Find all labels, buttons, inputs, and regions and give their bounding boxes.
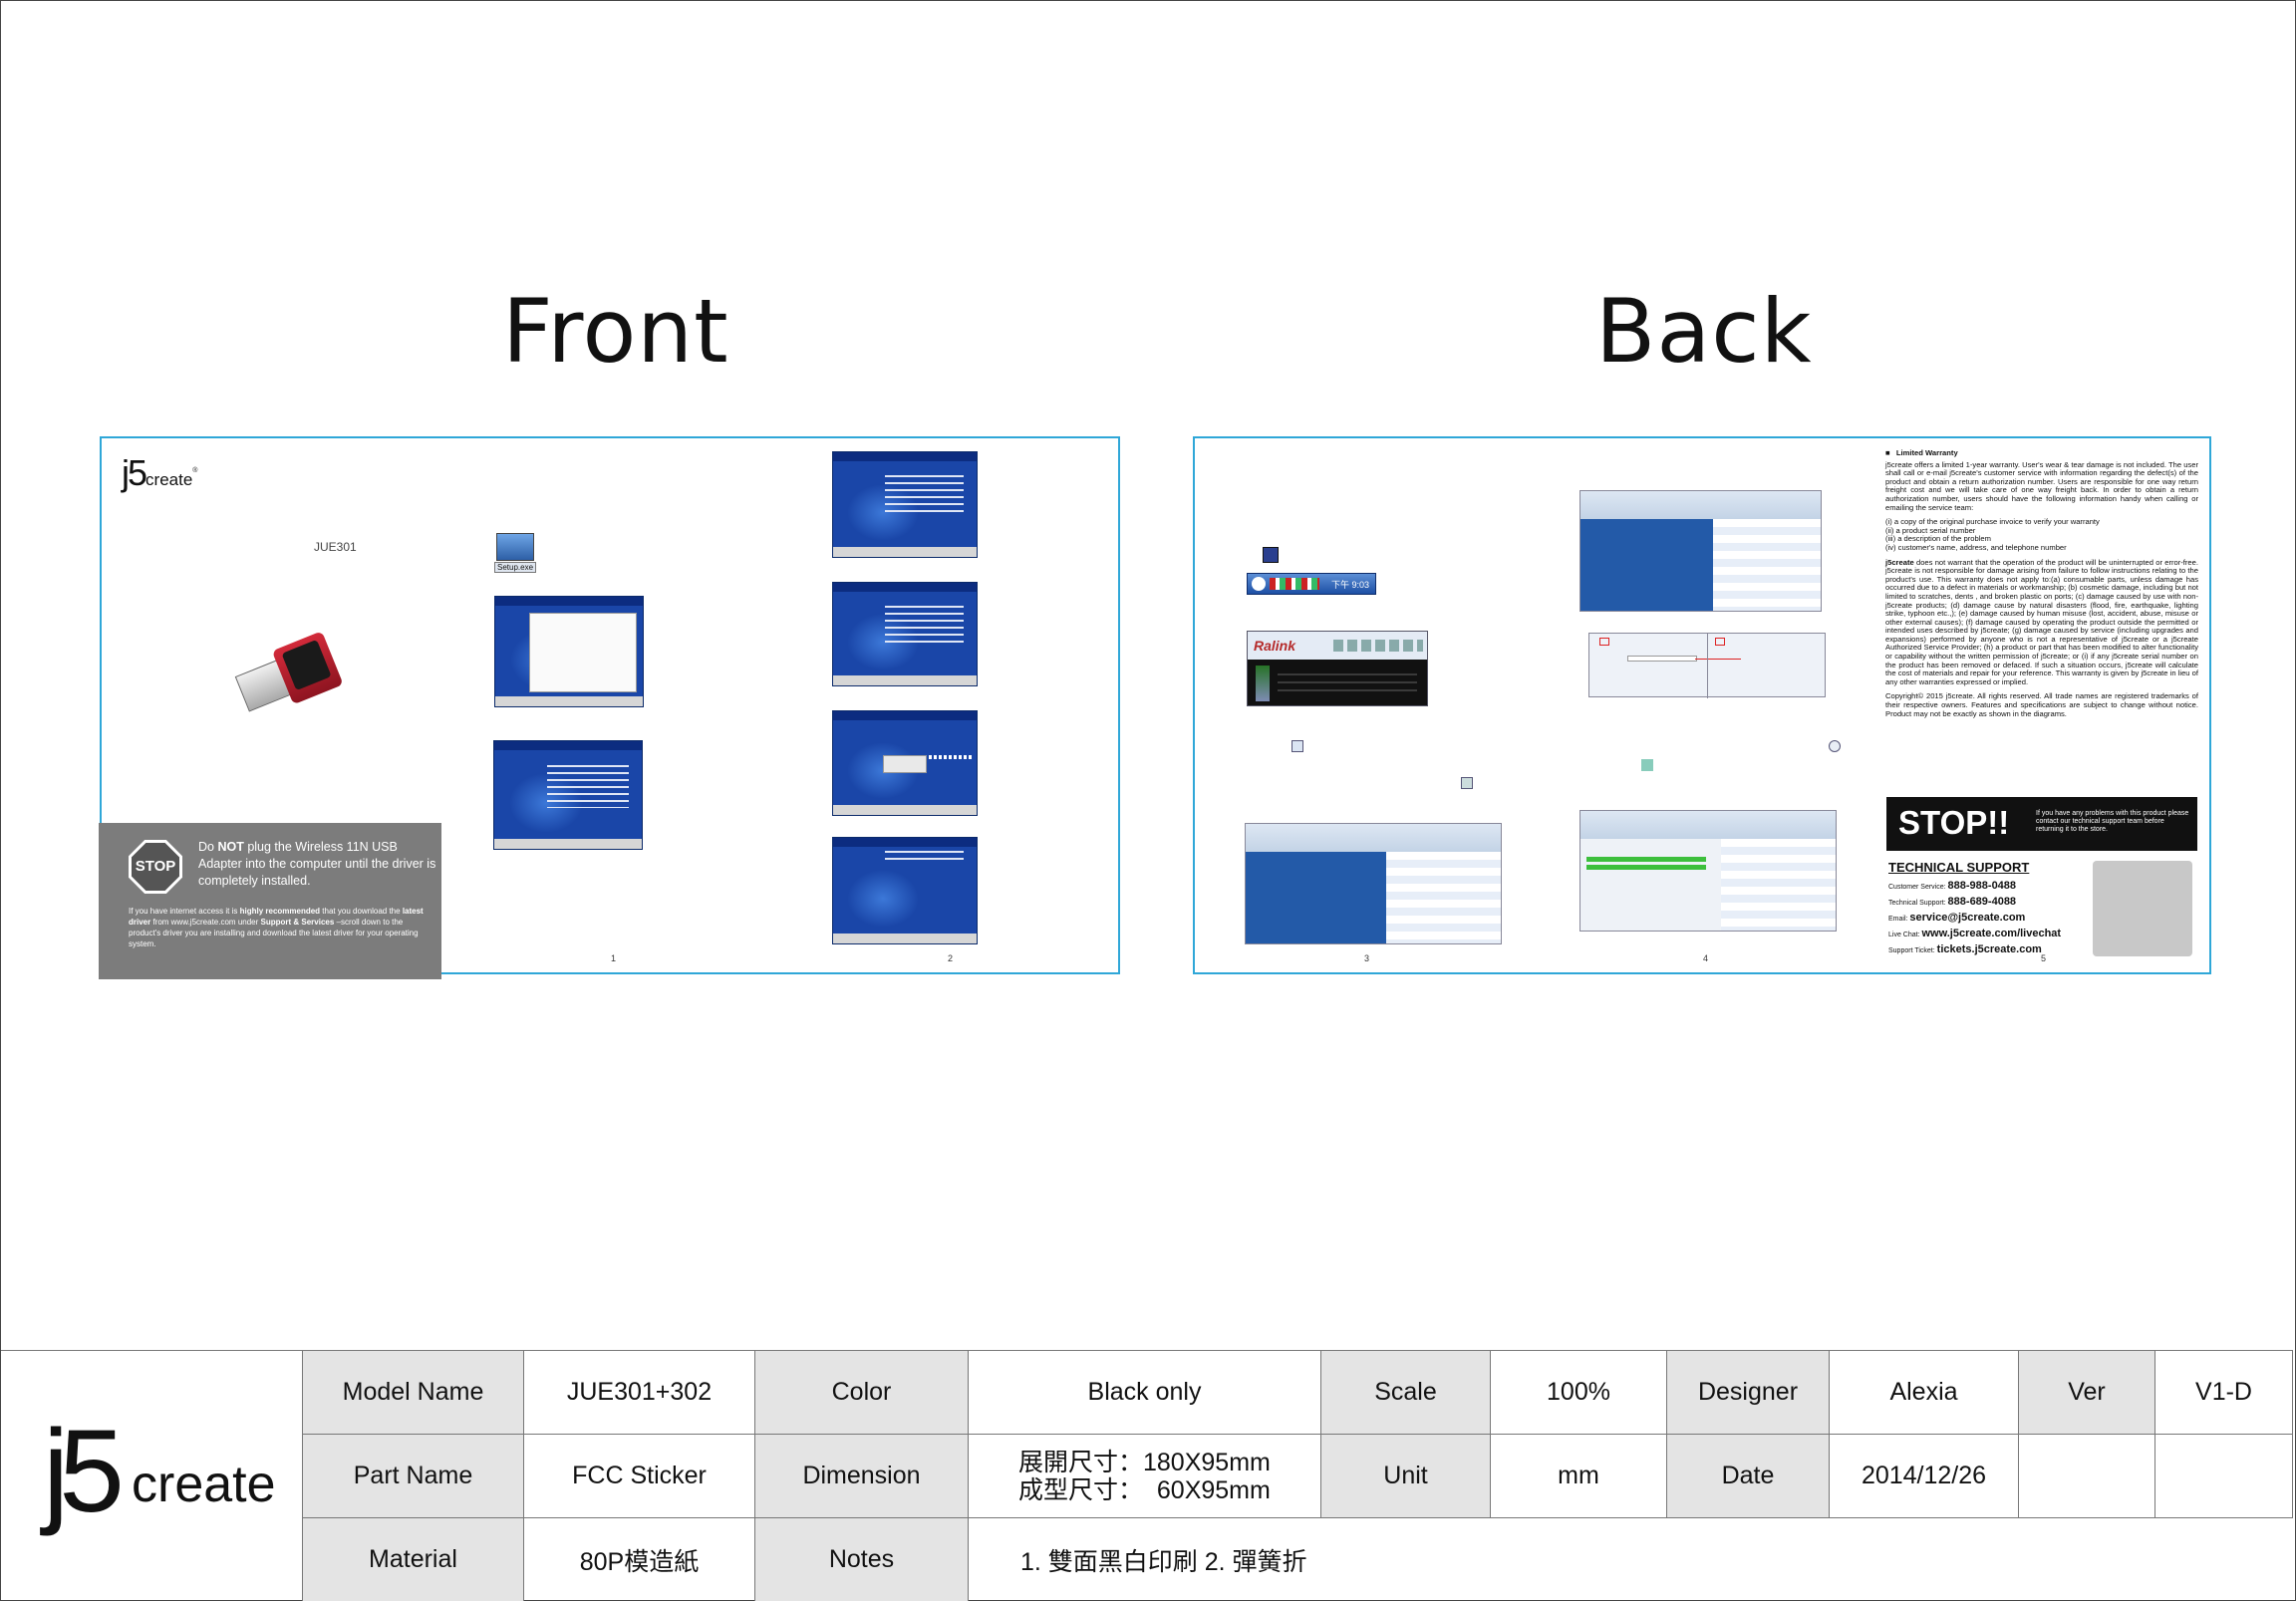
ralink-screenshot-auth-dialog (1588, 633, 1826, 698)
stop-banner-text: If you have any problems with this produ… (2036, 810, 2189, 833)
warranty-list-item: (i) a copy of the original purchase invo… (1885, 517, 2100, 527)
warranty-para-2: j5create does not warrant that the opera… (1885, 557, 2198, 686)
ralink-screenshot-networks (1579, 490, 1822, 612)
signal-strength-icon (1256, 666, 1270, 701)
color-label: Color (754, 1350, 969, 1435)
part-name-value: FCC Sticker (523, 1434, 755, 1518)
model-name-label: Model Name (302, 1350, 524, 1435)
info-icon (1829, 740, 1841, 752)
notes-value: 1. 雙面黑白印刷 2. 彈簧折 (968, 1517, 2293, 1601)
stop-banner: STOP!! If you have any problems with thi… (1886, 797, 2197, 851)
qr-code-placeholder (2093, 861, 2192, 956)
empty-cell (2018, 1434, 2155, 1518)
ralink-toolbar-buttons (1333, 640, 1423, 652)
technical-support-heading: TECHNICAL SUPPORT (1888, 860, 2030, 875)
support-row: Support Ticket: tickets.j5create.com (1888, 943, 2042, 955)
version-label: Ver (2018, 1350, 2155, 1435)
stop-sign-text: STOP (132, 843, 179, 891)
titleblock-row: Material 80P模造紙 Notes 1. 雙面黑白印刷 2. 彈簧折 (302, 1517, 2293, 1601)
warranty-list-item: (iii) a description of the problem (1885, 534, 1991, 544)
material-label: Material (302, 1517, 524, 1601)
support-row: Customer Service: 888-988-0488 (1888, 880, 2017, 892)
back-page-number-3: 3 (1364, 953, 1370, 963)
install-screenshot-license (494, 596, 644, 707)
tray-ralink-icon (1252, 577, 1266, 591)
front-page-number-2: 2 (948, 953, 954, 963)
part-name-label: Part Name (302, 1434, 524, 1518)
support-row: Email: service@j5create.com (1888, 912, 2026, 924)
back-page-number-4: 4 (1703, 953, 1709, 963)
support-row: Technical Support: 888-689-4088 (1888, 896, 2017, 908)
date-label: Date (1666, 1434, 1830, 1518)
ralink-logo: Ralink (1254, 638, 1296, 654)
setup-exe-label: Setup.exe (494, 562, 537, 573)
back-heading: Back (1595, 280, 1813, 383)
ralink-screenshot-connected (1579, 810, 1837, 932)
tray-clock: 下午 9:03 (1331, 580, 1370, 590)
tray-icons-strip (1270, 578, 1319, 590)
designer-label: Designer (1666, 1350, 1830, 1435)
date-value: 2014/12/26 (1829, 1434, 2019, 1518)
system-tray-bar: 下午 9:03 (1247, 573, 1376, 595)
ralink-utility-window: Ralink (1247, 631, 1428, 706)
color-value: Black only (968, 1350, 1321, 1435)
front-heading: Front (502, 280, 729, 383)
warranty-list-item: (iv) customer's name, address, and telep… (1885, 542, 2067, 552)
connect-icon (1641, 759, 1653, 771)
install-screenshot-finish (832, 837, 978, 944)
model-name-value: JUE301+302 (523, 1350, 755, 1435)
stop-warning-box: STOP Do NOT plug the Wireless 11N USB Ad… (99, 823, 441, 979)
unit-value: mm (1490, 1434, 1667, 1518)
settings-icon (1461, 777, 1473, 789)
warranty-copyright: Copyright© 2015 j5create. All rights res… (1885, 691, 2198, 718)
install-screenshot-ready (832, 582, 978, 686)
titleblock-logo-cell: j5 create (1, 1350, 302, 1601)
scale-value: 100% (1490, 1350, 1667, 1435)
titleblock-row: Part Name FCC Sticker Dimension 展開尺寸：180… (302, 1434, 2293, 1518)
install-screenshot-setup-type (493, 740, 643, 850)
back-page-number-5: 5 (2041, 953, 2047, 963)
material-value: 80P模造紙 (523, 1517, 755, 1601)
back-panel: 下午 9:03 Ralink 3 4 5 STOP!! (1193, 436, 2211, 974)
support-row: Live Chat: www.j5create.com/livechat (1888, 928, 2062, 939)
front-model-number: JUE301 (314, 540, 357, 554)
empty-cell (2154, 1434, 2293, 1518)
setup-exe-icon (496, 533, 534, 561)
titleblock-logo-create: create (132, 1456, 276, 1513)
warranty-para-1: j5create offers a limited 1-year warrant… (1885, 459, 2198, 512)
designer-value: Alexia (1829, 1350, 2019, 1435)
notes-label: Notes (754, 1517, 969, 1601)
version-value: V1-D (2154, 1350, 2293, 1435)
ralink-screenshot-site-survey (1245, 823, 1502, 944)
install-screenshot-welcome (832, 451, 978, 558)
stop-banner-title: STOP!! (1898, 804, 2010, 841)
warranty-list-item: (ii) a product serial number (1885, 525, 1976, 535)
refresh-icon (1292, 740, 1303, 752)
scale-label: Scale (1320, 1350, 1491, 1435)
unit-label: Unit (1320, 1434, 1491, 1518)
front-brand-logo: j5create® (122, 452, 198, 493)
install-screenshot-progress (832, 710, 978, 816)
titleblock-logo-j5: j5 (43, 1406, 125, 1537)
front-page-number-1: 1 (611, 953, 617, 963)
warranty-title: ■ Limited Warranty (1885, 448, 1958, 457)
titleblock-row: Model Name JUE301+302 Color Black only S… (302, 1350, 2293, 1435)
tray-adapter-icon (1263, 547, 1279, 563)
stop-download-note: If you have internet access it is highly… (129, 907, 424, 948)
dimension-label: Dimension (754, 1434, 969, 1518)
support-contacts: Customer Service: 888-988-0488 Technical… (1888, 879, 2108, 958)
titleblock-table: Model Name JUE301+302 Color Black only S… (302, 1350, 2293, 1601)
limited-warranty-text: ■ Limited Warranty j5create offers a lim… (1885, 448, 2198, 718)
stop-warning-text: Do NOT plug the Wireless 11N USB Adapter… (198, 840, 436, 888)
usb-adapter-image (230, 627, 349, 728)
dimension-value: 展開尺寸：180X95mm 成型尺寸： 60X95mm (968, 1434, 1321, 1518)
